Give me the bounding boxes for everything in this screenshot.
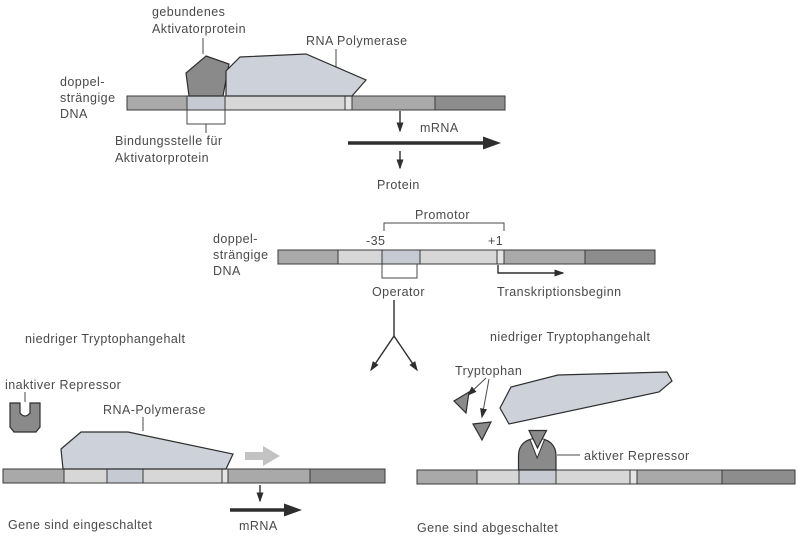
transcription-start-arrow xyxy=(497,265,565,277)
tryptophan-molecule xyxy=(453,390,470,415)
dna-segment xyxy=(496,249,505,265)
transcription-start-label: Transkriptionsbeginn xyxy=(497,285,622,299)
dna-bar-genes-on xyxy=(2,468,386,484)
dna-label-line3: DNA xyxy=(213,264,241,278)
dna-segment xyxy=(503,249,586,265)
plus1-label: +1 xyxy=(488,234,503,248)
branch-left-arrow xyxy=(370,335,395,372)
dna-segment-operator xyxy=(518,469,557,485)
dna-label-line3: DNA xyxy=(60,107,88,121)
minus35-label: -35 xyxy=(366,234,385,248)
dna-segment xyxy=(344,95,353,111)
bound-activator-label-line2: Aktivatorprotein xyxy=(152,22,246,36)
protein-label: Protein xyxy=(377,178,420,192)
dna-segment xyxy=(309,468,386,484)
dna-segment xyxy=(337,249,383,265)
branch-right-arrow xyxy=(393,335,418,372)
tryptophan-molecule-bound xyxy=(528,429,548,450)
promoter-section: doppel- strängige DNA Promotor -35 +1 Op… xyxy=(213,208,656,299)
dna-label-line1: doppel- xyxy=(213,232,258,246)
rna-polymerase-detached-shape xyxy=(499,371,673,425)
tryptophan-pointer-arrow-2 xyxy=(480,378,490,419)
dna-segment xyxy=(476,469,520,485)
genes-on-section: inaktiver Repressor RNA-Polymerase mRNA … xyxy=(2,378,386,533)
inactive-repressor-shape xyxy=(9,402,41,433)
rna-polymerase-shape xyxy=(225,53,367,97)
dna-label-line1: doppel- xyxy=(60,75,105,89)
dna-bar-activation xyxy=(126,95,506,111)
binding-site-bracket xyxy=(186,110,226,125)
dna-segment xyxy=(224,95,346,111)
operator-bracket xyxy=(381,264,418,279)
dna-segment xyxy=(584,249,656,265)
inactive-repressor-label: inaktiver Repressor xyxy=(5,378,121,392)
rna-polymerase-label: RNA Polymerase xyxy=(306,34,407,48)
dna-segment xyxy=(126,95,188,111)
right-condition-label: niedriger Tryptophangehalt xyxy=(490,330,650,344)
genes-on-caption: Gene sind eingeschaltet xyxy=(8,518,153,532)
dna-segment xyxy=(227,468,311,484)
active-repressor-label: aktiver Repressor xyxy=(584,449,690,463)
dna-segment xyxy=(434,95,506,111)
genes-off-section: Tryptophan aktiver Repressor Gene sind a… xyxy=(416,364,796,535)
activation-section: gebundenes Aktivatorprotein RNA Polymera… xyxy=(60,5,506,192)
mrna-label: mRNA xyxy=(420,121,459,135)
promoter-bracket xyxy=(383,222,505,231)
dna-segment xyxy=(416,469,478,485)
binding-site-label-line1: Bindungsstelle für xyxy=(115,134,222,148)
movement-direction-arrow xyxy=(245,446,280,466)
dna-segment xyxy=(2,468,65,484)
tryptophan-pointer-arrow-1 xyxy=(466,377,487,397)
dna-segment xyxy=(63,468,108,484)
tryptophan-molecule xyxy=(472,421,493,442)
dna-segment xyxy=(555,469,631,485)
rna-polymerase-shape xyxy=(60,431,234,470)
dna-segment xyxy=(629,469,638,485)
activator-protein-shape xyxy=(185,55,230,97)
left-condition-label: niedriger Tryptophangehalt xyxy=(25,332,185,346)
rna-polymerase-label: RNA-Polymerase xyxy=(103,403,206,417)
dna-segment xyxy=(221,468,229,484)
dna-segment xyxy=(351,95,436,111)
dna-bar-genes-off xyxy=(416,469,796,485)
dna-segment xyxy=(419,249,498,265)
bound-activator-label-line1: gebundenes xyxy=(152,5,225,19)
operator-label: Operator xyxy=(372,285,425,299)
dna-segment-binding-site xyxy=(186,95,226,111)
tryptophan-label: Tryptophan xyxy=(455,364,522,378)
dna-label-line2: strängige xyxy=(60,91,115,105)
dna-segment-operator xyxy=(106,468,144,484)
genes-off-caption: Gene sind abgeschaltet xyxy=(417,521,558,535)
mrna-label: mRNA xyxy=(239,519,278,533)
branch-section: niedriger Tryptophangehalt niedriger Try… xyxy=(25,300,650,372)
dna-label-line2: strängige xyxy=(213,248,268,262)
dna-segment xyxy=(277,249,339,265)
promoter-label: Promotor xyxy=(415,208,470,222)
binding-site-label-line2: Aktivatorprotein xyxy=(115,151,209,165)
dna-bar-map xyxy=(277,249,656,265)
dna-segment xyxy=(142,468,223,484)
dna-segment xyxy=(721,469,796,485)
dna-segment xyxy=(636,469,723,485)
dna-segment-operator xyxy=(381,249,421,265)
